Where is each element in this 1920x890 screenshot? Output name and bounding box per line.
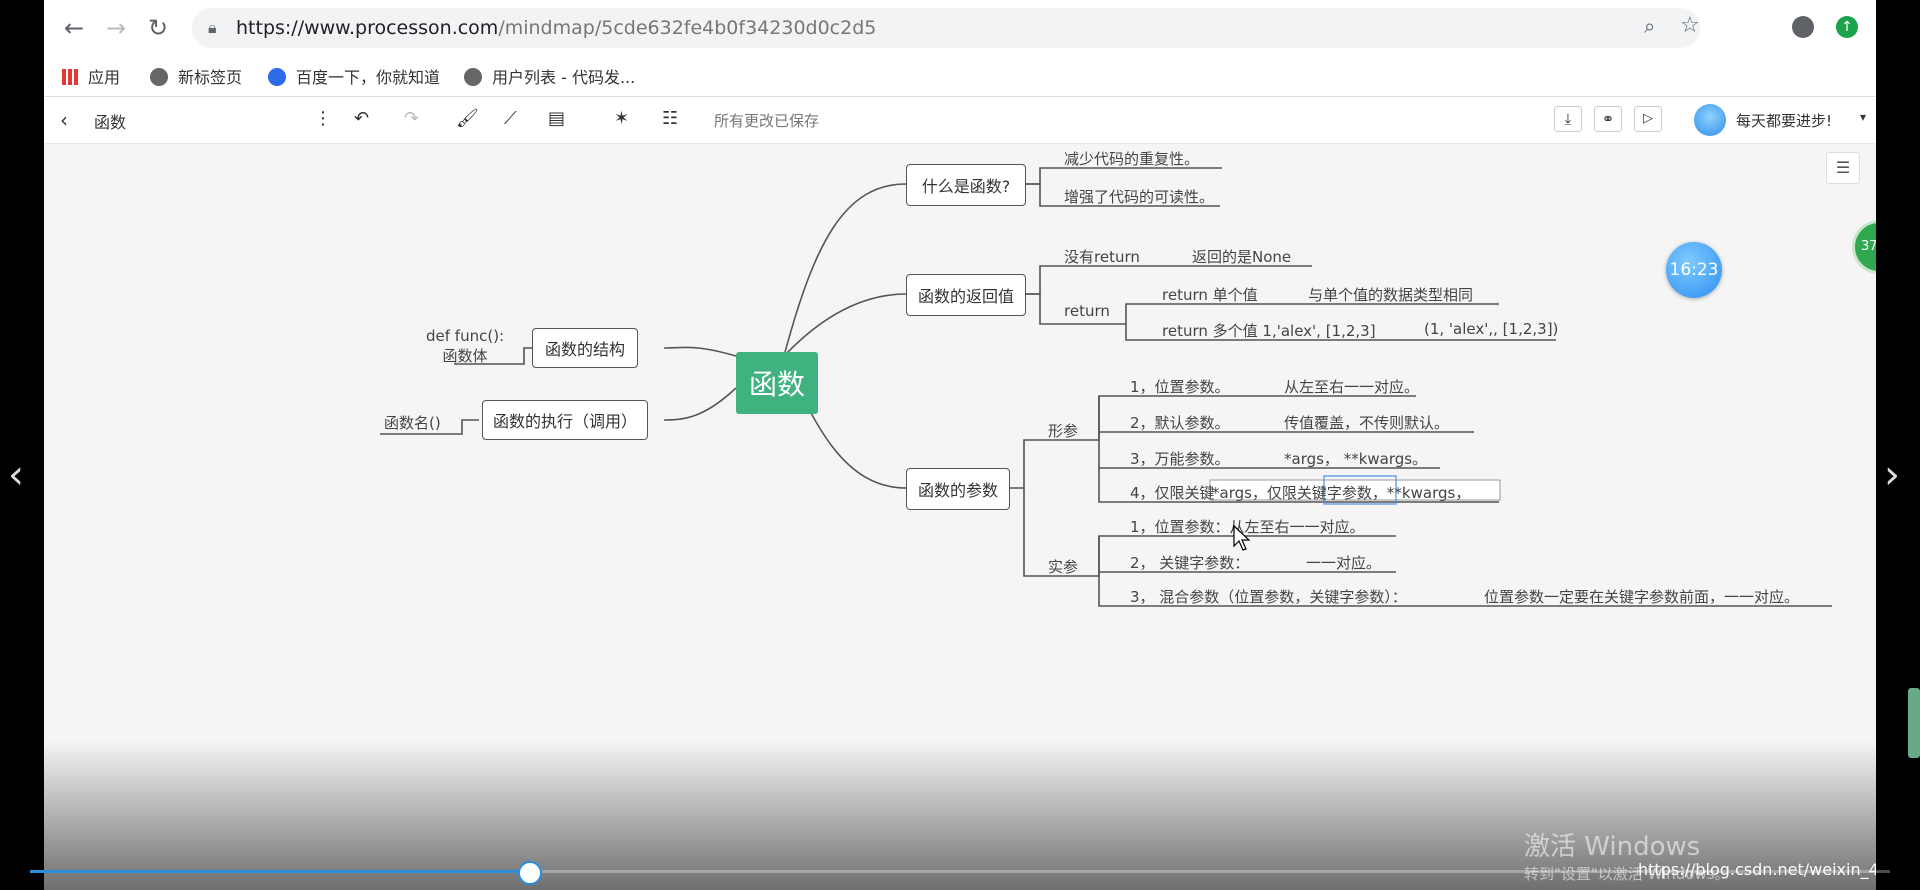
- leaf-return-single[interactable]: return 单个值: [1162, 286, 1258, 304]
- watermark-line1: 激活 Windows: [1524, 832, 1701, 862]
- settings-sliders-icon[interactable]: ☰: [1826, 152, 1860, 184]
- outline-icon[interactable]: ▤: [548, 108, 566, 129]
- forward-icon[interactable]: →: [105, 14, 127, 42]
- bookmarks-bar: 应用 新标签页 百度一下，你就知道 用户列表 - 代码发...: [44, 56, 1876, 97]
- leaf-formal-3-note[interactable]: *args， **kwargs。: [1284, 450, 1428, 468]
- node-structure[interactable]: 函数的结构: [532, 328, 638, 368]
- avatar[interactable]: [1694, 104, 1726, 136]
- bookmark-baidu[interactable]: 百度一下，你就知道: [268, 64, 440, 88]
- url-text: https://www.processon.com/mindmap/5cde63…: [236, 17, 876, 39]
- leaf-no-return-result[interactable]: 返回的是None: [1192, 248, 1292, 266]
- badge-text: 37: [1861, 239, 1876, 254]
- video-progress-track[interactable]: [30, 870, 1890, 873]
- save-status: 所有更改已保存: [714, 112, 820, 130]
- zoom-icon[interactable]: ⌕: [1644, 14, 1656, 38]
- magic-icon[interactable]: ✶: [614, 108, 630, 129]
- url-input[interactable]: 🔒︎ https://www.processon.com/mindmap/5cd…: [192, 8, 1700, 48]
- leaf-actual-2-note[interactable]: 一一对应。: [1306, 554, 1382, 572]
- reload-icon[interactable]: ↻: [147, 14, 169, 42]
- leaf-actual-3-note[interactable]: 位置参数一定要在关键字参数前面，一一对应。: [1484, 588, 1800, 606]
- share-icon[interactable]: ⚭: [1594, 106, 1622, 132]
- node-return[interactable]: 函数的返回值: [906, 274, 1026, 316]
- leaf-what-1[interactable]: 减少代码的重复性。: [1064, 150, 1200, 168]
- doc-title[interactable]: 函数: [94, 113, 127, 132]
- profile-icon[interactable]: [1792, 16, 1814, 38]
- mindmap-canvas[interactable]: 函数 函数的结构 def func(): 函数体 函数的执行（调用） 函数名()…: [44, 144, 1876, 890]
- format-painter-icon[interactable]: 🖌︎: [456, 108, 479, 129]
- leaf-return[interactable]: return: [1064, 302, 1110, 320]
- leaf-no-return[interactable]: 没有return: [1064, 248, 1140, 266]
- leaf-formal-1-note[interactable]: 从左至右一一对应。: [1284, 378, 1420, 396]
- more-icon[interactable]: ⋮: [314, 108, 332, 129]
- node-what[interactable]: 什么是函数?: [906, 164, 1026, 206]
- leaf-return-multi-result[interactable]: (1, 'alex',, [1,2,3]): [1424, 320, 1559, 338]
- user-name[interactable]: 每天都要进步!: [1736, 112, 1833, 130]
- globe-icon: [464, 68, 482, 86]
- video-fade-overlay: [44, 740, 1876, 890]
- url-path: /mindmap/5cde632fe4b0f34230d0c2d5: [498, 17, 877, 39]
- screen-frame: ← → ↻ 🔒︎ https://www.processon.com/mindm…: [44, 0, 1876, 890]
- keyword-only-edit-input[interactable]: *args，仅限关键字参数，**kwargs，: [1212, 484, 1471, 502]
- paw-icon: [268, 68, 286, 86]
- next-arrow-icon[interactable]: ›: [1884, 452, 1900, 498]
- back-chevron-icon[interactable]: ‹: [60, 108, 68, 132]
- extension-icon[interactable]: ↑: [1836, 16, 1858, 38]
- leaf-func-name[interactable]: 函数名(): [384, 414, 441, 432]
- leaf-def-func[interactable]: def func(): 函数体: [426, 327, 505, 365]
- star-icon[interactable]: ☆: [1680, 13, 1700, 38]
- cursor-icon: [1233, 524, 1251, 551]
- leaf-actual-2[interactable]: 2， 关键字参数：: [1130, 554, 1250, 572]
- bookmark-apps[interactable]: 应用: [62, 64, 120, 88]
- leaf-formal[interactable]: 形参: [1048, 422, 1079, 440]
- globe-icon: [150, 68, 168, 86]
- prev-arrow-icon[interactable]: ‹: [8, 452, 24, 498]
- leaf-formal-2[interactable]: 2，默认参数。: [1130, 414, 1230, 432]
- leaf-actual-1[interactable]: 1，位置参数：从左至右一一对应。: [1130, 518, 1365, 536]
- browser-address-bar: ← → ↻ 🔒︎ https://www.processon.com/mindm…: [44, 0, 1876, 56]
- play-icon[interactable]: ▷: [1634, 106, 1662, 132]
- download-icon[interactable]: ⤓: [1554, 106, 1582, 132]
- leaf-actual[interactable]: 实参: [1048, 558, 1079, 576]
- leaf-return-multi[interactable]: return 多个值 1,'alex', [1,2,3]: [1162, 322, 1376, 340]
- leaf-formal-1[interactable]: 1，位置参数。: [1130, 378, 1230, 396]
- node-execution[interactable]: 函数的执行（调用）: [482, 400, 648, 440]
- center-node[interactable]: 函数: [736, 352, 818, 414]
- leaf-formal-4[interactable]: 4，仅限关键: [1130, 484, 1215, 502]
- side-scroll-handle[interactable]: [1908, 688, 1920, 758]
- mindmap-connectors: [380, 167, 1832, 607]
- video-progress-fill: [30, 870, 530, 873]
- chevron-down-icon[interactable]: ▾: [1860, 110, 1867, 124]
- node-params[interactable]: 函数的参数: [906, 468, 1010, 510]
- app-toolbar: ‹ 函数 ⋮ ↶ ↷ 🖌︎ ⟋ ▤ ✶ ☷ 所有更改已保存 ⤓ ⚭ ▷ 每天都要…: [44, 97, 1876, 144]
- apps-grid-icon: [62, 69, 78, 85]
- timer-bubble[interactable]: 16:23: [1666, 242, 1722, 298]
- leaf-formal-2-note[interactable]: 传值覆盖，不传则默认。: [1284, 414, 1450, 432]
- bookmark-userlist[interactable]: 用户列表 - 代码发...: [464, 64, 635, 88]
- bookmark-newtab[interactable]: 新标签页: [150, 64, 242, 88]
- leaf-formal-3[interactable]: 3，万能参数。: [1130, 450, 1230, 468]
- watermark-line2: 转到"设置"以激活 Windows。: [1524, 865, 1730, 883]
- watermark-url: https://blog.csdn.net/weixin_44721970: [1638, 860, 1876, 879]
- video-progress-handle[interactable]: [518, 861, 542, 885]
- leaf-what-2[interactable]: 增强了代码的可读性。: [1064, 188, 1215, 206]
- leaf-return-single-result[interactable]: 与单个值的数据类型相同: [1308, 286, 1474, 304]
- activation-watermark: 激活 Windows 转到"设置"以激活 Windows。: [1524, 826, 1730, 884]
- back-icon[interactable]: ←: [63, 14, 85, 42]
- leaf-actual-3[interactable]: 3， 混合参数（位置参数，关键字参数）：: [1130, 588, 1407, 606]
- url-host: https://www.processon.com: [236, 17, 499, 39]
- structure-icon[interactable]: ☷: [662, 108, 679, 129]
- redo-icon[interactable]: ↷: [404, 108, 420, 129]
- lock-icon: 🔒︎: [208, 18, 217, 37]
- line-icon[interactable]: ⟋: [504, 108, 517, 129]
- undo-icon[interactable]: ↶: [354, 108, 370, 129]
